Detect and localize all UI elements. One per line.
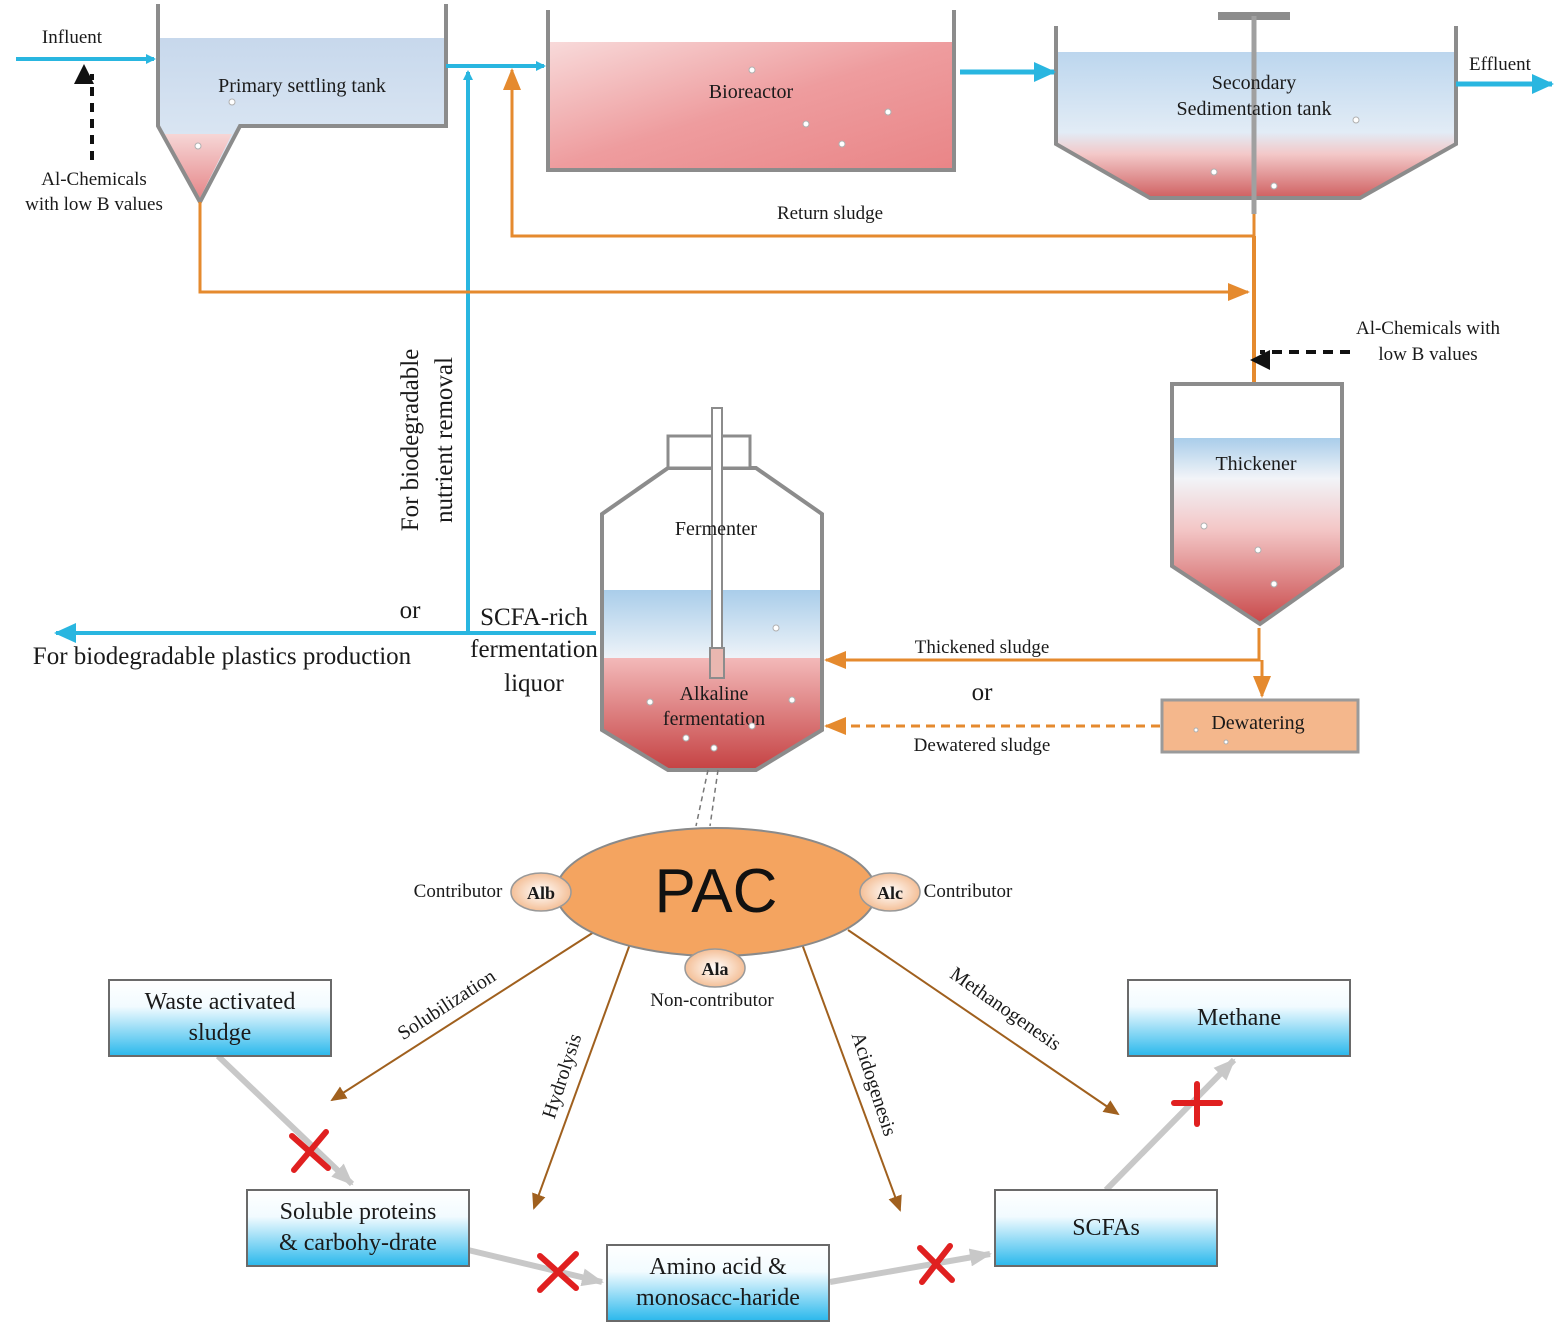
soluble-to-amino-arrow	[467, 1247, 604, 1287]
fermenter-tank: Fermenter Alkaline fermentation	[600, 407, 824, 827]
methane-label: Methane	[1197, 1005, 1281, 1031]
box-scfas: SCFAs	[994, 1189, 1218, 1267]
secondary-sedimentation-tank: Secondary Sedimentation tank	[1054, 12, 1458, 214]
alc-badge: Alc	[859, 872, 921, 912]
acidogenesis-label: Acidogenesis	[847, 1030, 901, 1139]
or-right-label: or	[972, 679, 994, 706]
box-methane: Methane	[1127, 979, 1351, 1057]
alb-badge: Alb	[510, 872, 572, 912]
scfa-liquor-label-3: liquor	[504, 670, 564, 697]
box-amino-acid: Amino acid & monosacc-haride	[606, 1244, 830, 1322]
was-label-1: Waste activated	[145, 989, 296, 1015]
bioreactor-label: Bioreactor	[709, 81, 794, 103]
thickened-sludge-line	[824, 628, 1261, 669]
bubbles	[194, 66, 1360, 752]
inhibit-cross-1	[289, 1129, 331, 1173]
thickened-sludge-label: Thickened sludge	[915, 637, 1050, 658]
amino-label-2: monosacc-haride	[636, 1285, 800, 1311]
inhibit-plus-4	[1171, 1081, 1223, 1127]
alkaline-label-2: fermentation	[663, 708, 765, 730]
ala-label: Ala	[702, 959, 729, 979]
non-contributor-label: Non-contributor	[650, 990, 774, 1011]
secondary-tank-label-1: Secondary	[1212, 72, 1296, 94]
hydrolysis-arrow	[532, 943, 631, 1210]
dewatered-sludge-label: Dewatered sludge	[914, 735, 1051, 756]
dewatering-unit: Dewatering	[1160, 698, 1360, 754]
bioreactor-tank: Bioreactor	[546, 10, 956, 172]
inhibit-cross-2	[537, 1251, 579, 1293]
was-to-soluble-arrow	[215, 1053, 355, 1187]
contributor-left-label: Contributor	[414, 881, 503, 902]
scfa-liquor-label-2: fermentation	[470, 636, 598, 663]
influent-label: Influent	[42, 27, 103, 48]
al-chem-left-label-2: with low B values	[25, 194, 163, 215]
soluble-label-1: Soluble proteins	[280, 1199, 437, 1225]
secondary-tank-label-2: Sedimentation tank	[1177, 98, 1332, 120]
solubilization-label: Solubilization	[394, 965, 500, 1045]
box-waste-activated-sludge: Waste activated sludge	[108, 979, 332, 1057]
thickener-tank: Thickener	[1170, 382, 1344, 627]
plastics-label: For biodegradable plastics production	[33, 643, 412, 670]
primary-tank-label: Primary settling tank	[218, 75, 386, 97]
primary-settling-tank: Primary settling tank	[156, 4, 448, 207]
alc-label: Alc	[877, 883, 903, 903]
alb-label: Alb	[527, 883, 555, 903]
scfas-to-methane-arrow	[1103, 1057, 1237, 1193]
dewatering-label: Dewatering	[1211, 712, 1304, 734]
return-sludge-line	[510, 72, 1256, 238]
al-chem-left-label-1: Al-Chemicals	[41, 169, 147, 190]
ala-badge: Ala	[684, 948, 746, 988]
soluble-label-2: & carbohy-drate	[279, 1230, 437, 1256]
scfa-liquor-label-1: SCFA-rich	[480, 604, 588, 631]
bnr-label-1: For biodegradable	[397, 349, 424, 532]
scfas-label: SCFAs	[1072, 1215, 1140, 1241]
box-soluble-proteins: Soluble proteins & carbohy-drate	[246, 1189, 470, 1267]
al-chem-right-label-1: Al-Chemicals with	[1356, 318, 1501, 339]
amino-label-1: Amino acid &	[649, 1254, 787, 1280]
pathway-arrows	[215, 1053, 1237, 1287]
fermenter-label: Fermenter	[675, 518, 758, 540]
al-chem-right-label-2: low B values	[1378, 344, 1477, 365]
acidogenesis-arrow	[801, 943, 902, 1212]
alkaline-label-1: Alkaline	[680, 683, 749, 705]
chemical-dosing-arrows	[74, 64, 1350, 370]
solubilization-arrow	[330, 931, 595, 1102]
or-left-label: or	[400, 597, 422, 624]
pac-node: PAC	[555, 827, 877, 957]
thickener-label: Thickener	[1215, 453, 1296, 475]
bnr-label-2: nutrient removal	[431, 357, 458, 523]
inhibit-cross-3	[917, 1243, 955, 1285]
return-sludge-label: Return sludge	[777, 203, 883, 224]
water-flow-lines	[16, 54, 1554, 643]
effluent-label: Effluent	[1469, 54, 1532, 75]
primary-sludge-line	[198, 202, 1250, 301]
inhibition-marks	[289, 1081, 1223, 1293]
pac-process-arrows	[330, 929, 1120, 1212]
was-label-2: sludge	[189, 1020, 252, 1046]
hydrolysis-label: Hydrolysis	[538, 1031, 586, 1121]
amino-to-scfas-arrow	[829, 1248, 992, 1285]
methanogenesis-arrow	[847, 929, 1120, 1116]
contributor-right-label: Contributor	[924, 881, 1013, 902]
pac-title: PAC	[655, 857, 778, 926]
